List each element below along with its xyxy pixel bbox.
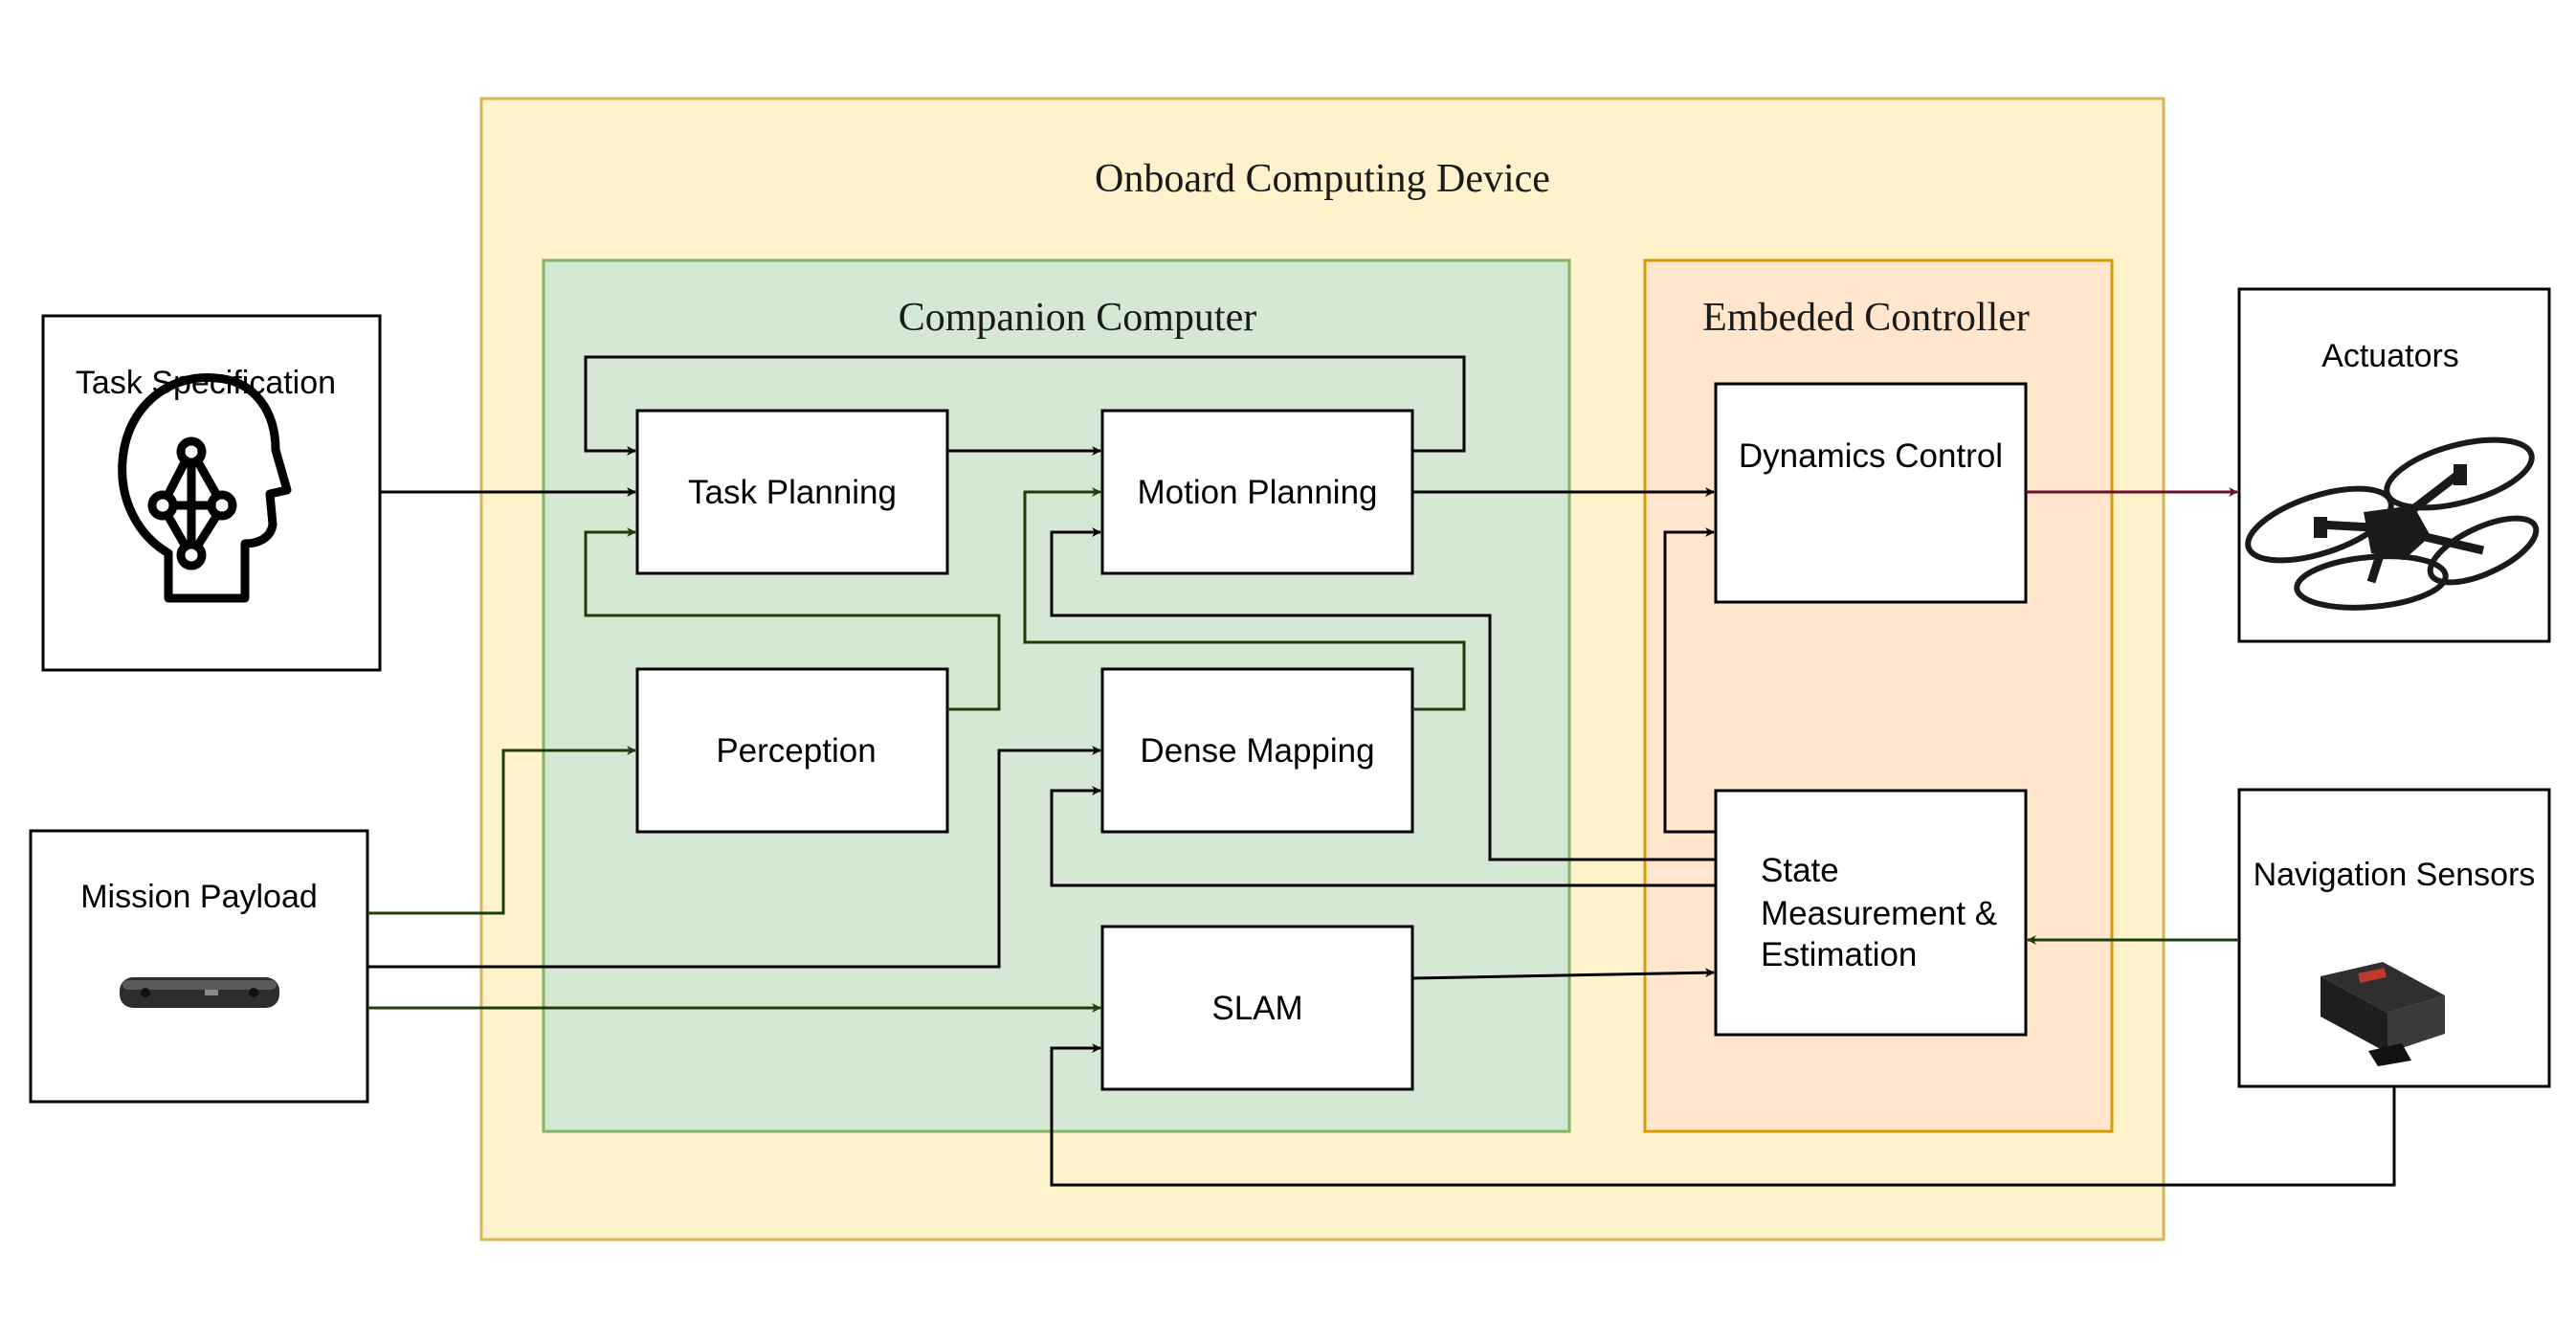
task-specification-label: Task Specification [76,365,336,401]
embedded-controller-title: Embeded Controller [1702,296,2030,340]
state-estimation-node[interactable]: State Measurement & Estimation [1714,789,2028,1037]
state-estimation-label-line3: Estimation [1761,936,1917,973]
motion-planning-node[interactable]: Motion Planning [1100,409,1414,575]
companion-computer-title: Companion Computer [899,296,1256,340]
dense-mapping-node[interactable]: Dense Mapping [1100,667,1414,834]
onboard-computing-title: Onboard Computing Device [1095,157,1550,201]
dense-mapping-label: Dense Mapping [1140,732,1374,770]
edge-motionplanning-feedback-to-taskplanning [584,355,1466,456]
edge-state-to-densemapping [1050,786,1716,887]
dynamics-control-node[interactable]: Dynamics Control [1714,382,2028,604]
edge-densemapping-to-motionplanning [1023,487,1466,711]
dynamics-control-label: Dynamics Control [1739,437,2003,475]
state-estimation-label-line2: Measurement & [1761,895,1997,932]
edge-navsensors-to-slam [1050,1043,2396,1187]
perception-node[interactable]: Perception [635,667,949,834]
slam-node[interactable]: SLAM [1100,925,1414,1091]
edge-state-to-dynamicscontrol [1663,527,1716,834]
edge-state-to-motionplanning [1050,527,1716,861]
navigation-sensors-label: Navigation Sensors [2254,857,2536,893]
quadcopter-drone-icon [2245,436,2540,611]
actuators-node[interactable]: Actuators [2237,287,2551,643]
state-estimation-label-line1: State [1761,852,1839,889]
perception-label: Perception [716,732,876,770]
mission-payload-node[interactable]: Mission Payload [29,829,369,1104]
actuators-label: Actuators [2321,338,2459,374]
head-network-icon [118,373,292,603]
mission-payload-label: Mission Payload [80,879,318,915]
edge-perception-to-taskplanning [584,527,1001,711]
edge-payload-to-perception [367,746,636,915]
task-planning-node[interactable]: Task Planning [635,409,949,575]
imu-sensor-icon [2321,962,2445,1066]
edge-slam-to-state [1411,968,1715,980]
edge-payload-to-densemapping [367,746,1101,969]
depth-camera-icon [120,977,279,1008]
slam-label: SLAM [1211,990,1302,1027]
task-specification-node[interactable]: Task Specification [41,314,382,672]
navigation-sensors-node[interactable]: Navigation Sensors [2237,788,2551,1088]
motion-planning-label: Motion Planning [1138,474,1378,511]
task-planning-label: Task Planning [688,474,897,511]
